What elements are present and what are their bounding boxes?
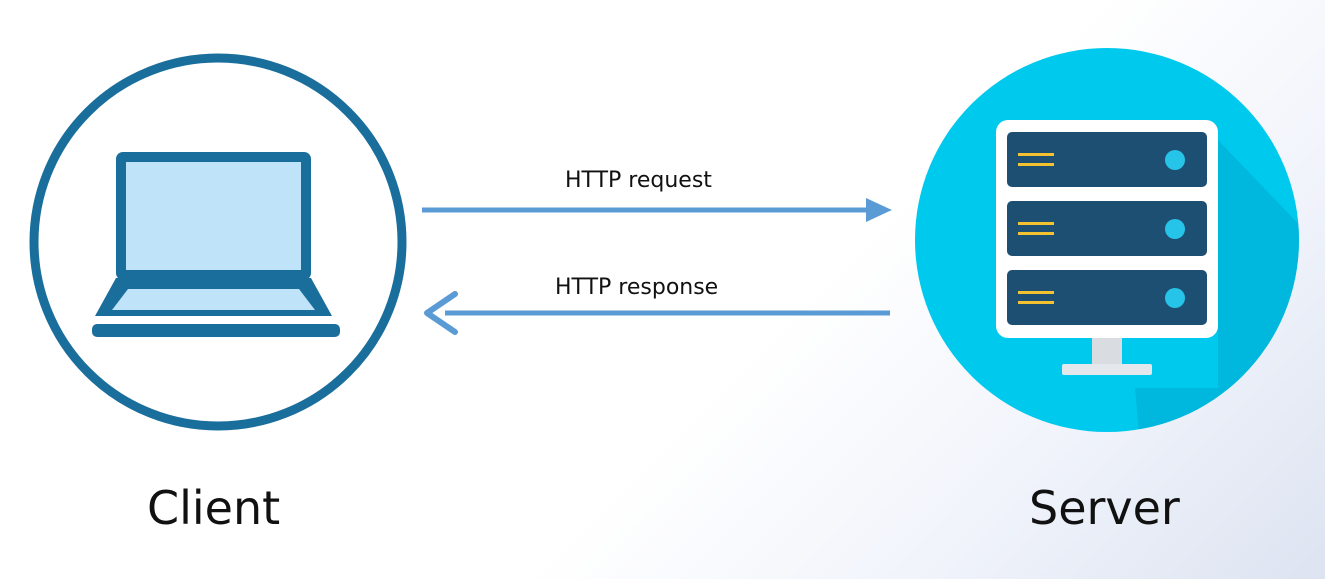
request-arrow — [422, 198, 892, 222]
client-label: Client — [147, 481, 281, 535]
server-label: Server — [1029, 481, 1180, 535]
client-node — [29, 53, 407, 431]
laptop-icon — [92, 152, 340, 337]
response-arrow-label: HTTP response — [555, 275, 719, 300]
server-rack-icon — [996, 120, 1218, 375]
response-arrow — [424, 291, 890, 335]
request-arrow-label: HTTP request — [565, 168, 712, 193]
